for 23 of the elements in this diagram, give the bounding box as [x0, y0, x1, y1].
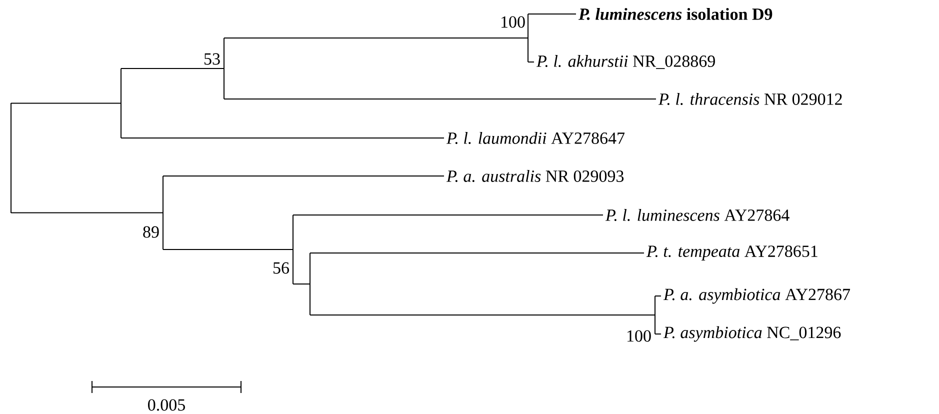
branch-line: [310, 314, 655, 316]
taxon-label: P. l. luminescens AY27864: [605, 208, 790, 221]
branch-line: [10, 212, 163, 214]
bootstrap-value: 100: [628, 330, 651, 342]
taxon-label: P. l. laumondii AY278647: [446, 132, 625, 144]
branch-line: [120, 68, 224, 69]
bootstrap-value: 56: [274, 262, 289, 274]
taxon-label: P. luminescens isolation D9: [578, 8, 772, 20]
taxon-label: P. a. australis NR 029093: [446, 170, 624, 182]
taxon-label: P. a. asymbiotica AY27867: [663, 288, 850, 304]
taxon-label: P. l. akhurstii NR_028869: [536, 55, 715, 69]
branch-line: [224, 98, 656, 100]
taxon-label: P. asymbiotica NC_01296: [663, 326, 841, 342]
branch-line: [310, 252, 644, 254]
bootstrap-value: 53: [204, 53, 220, 65]
bootstrap-value: 89: [143, 226, 159, 238]
scale-label: 0.005: [148, 399, 185, 411]
taxon-label: P. t. tempeata AY278651: [646, 246, 818, 260]
branch-line: [292, 214, 604, 216]
bootstrap-value: 100: [502, 16, 525, 28]
taxon-label: P. l. thracensis NR 029012: [658, 92, 842, 105]
branch-line: [10, 102, 121, 104]
branch-line: [162, 249, 293, 250]
